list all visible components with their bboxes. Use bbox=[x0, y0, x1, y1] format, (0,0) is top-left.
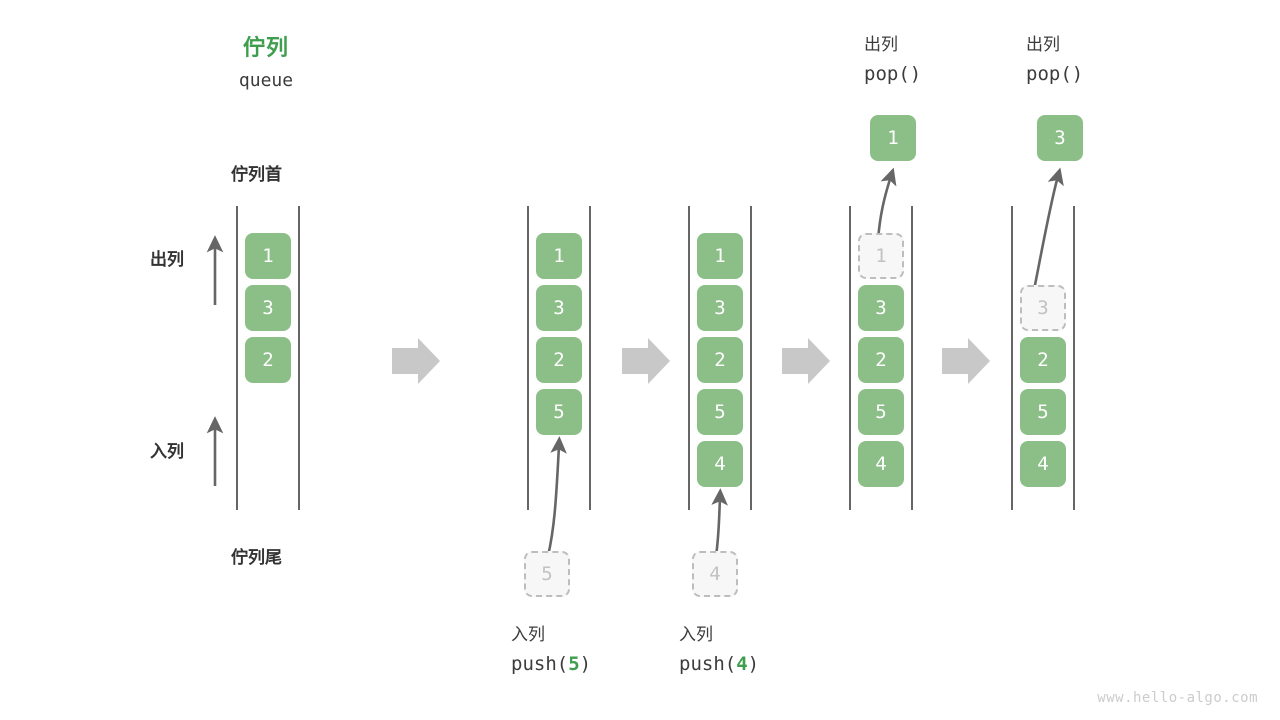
queue-element: 3 bbox=[858, 285, 904, 331]
pop-arrow-1 bbox=[876, 167, 897, 241]
push-4-caption-cn: 入列 bbox=[679, 625, 713, 645]
vacated-slot-ghost: 3 bbox=[1020, 285, 1066, 331]
queue-element: 2 bbox=[536, 337, 582, 383]
push-5-caption: 入列 push(5) bbox=[511, 620, 591, 675]
enqueue-direction-label: 入列 bbox=[150, 442, 184, 462]
queue-element: 3 bbox=[697, 285, 743, 331]
step-arrow-3 bbox=[782, 338, 830, 384]
queue-element: 5 bbox=[1020, 389, 1066, 435]
queue-element-new: 5 bbox=[536, 389, 582, 435]
site-watermark: www.hello-algo.com bbox=[1097, 690, 1258, 706]
popped-element: 1 bbox=[870, 115, 916, 161]
push-5-arg: 5 bbox=[568, 653, 580, 675]
pop-1-caption-code: pop() bbox=[864, 63, 921, 85]
pop-1-fn: pop( bbox=[864, 63, 910, 85]
pop-3-fn-close: ) bbox=[1071, 63, 1084, 85]
pop-1-caption: 出列 pop() bbox=[864, 30, 921, 85]
queue-element: 2 bbox=[697, 337, 743, 383]
queue-element: 4 bbox=[858, 441, 904, 487]
queue-element: 1 bbox=[536, 233, 582, 279]
push-4-caption: 入列 push(4) bbox=[679, 620, 759, 675]
push-4-caption-code: push(4) bbox=[679, 653, 759, 675]
queue-element: 3 bbox=[245, 285, 291, 331]
queue-element: 4 bbox=[1020, 441, 1066, 487]
queue-head-label: 佇列首 bbox=[231, 165, 282, 185]
dequeue-direction-label: 出列 bbox=[150, 250, 184, 270]
push-5-caption-code: push(5) bbox=[511, 653, 591, 675]
incoming-element-ghost: 4 bbox=[692, 551, 738, 597]
push-5-fn: push( bbox=[511, 653, 569, 675]
queue-element: 1 bbox=[697, 233, 743, 279]
step-arrow-1 bbox=[392, 338, 440, 384]
queue-title-en: queue bbox=[238, 70, 294, 91]
popped-element: 3 bbox=[1037, 115, 1083, 161]
vacated-slot-ghost: 1 bbox=[858, 233, 904, 279]
push-5-fn-close: ) bbox=[579, 653, 592, 675]
queue-element-new: 4 bbox=[697, 441, 743, 487]
push-arrow-5 bbox=[546, 436, 567, 557]
pop-3-caption-code: pop() bbox=[1026, 63, 1083, 85]
push-4-arg: 4 bbox=[736, 653, 748, 675]
queue-element: 2 bbox=[1020, 337, 1066, 383]
pop-1-fn-close: ) bbox=[909, 63, 922, 85]
pop-3-caption: 出列 pop() bbox=[1026, 30, 1083, 85]
pop-arrow-3 bbox=[1032, 167, 1064, 291]
queue-element: 5 bbox=[858, 389, 904, 435]
incoming-element-ghost: 5 bbox=[524, 551, 570, 597]
push-4-fn: push( bbox=[679, 653, 737, 675]
queue-element: 3 bbox=[536, 285, 582, 331]
pop-1-caption-cn: 出列 bbox=[864, 35, 898, 55]
queue-element: 1 bbox=[245, 233, 291, 279]
queue-tail-label: 佇列尾 bbox=[231, 548, 282, 568]
step-arrow-2 bbox=[622, 338, 670, 384]
queue-element: 2 bbox=[245, 337, 291, 383]
pop-3-fn: pop( bbox=[1026, 63, 1072, 85]
step-arrow-4 bbox=[942, 338, 990, 384]
queue-title-cn: 佇列 bbox=[242, 36, 289, 61]
push-arrow-4 bbox=[711, 488, 728, 557]
queue-element: 5 bbox=[697, 389, 743, 435]
queue-rails bbox=[236, 206, 1075, 510]
queue-element: 2 bbox=[858, 337, 904, 383]
pop-3-caption-cn: 出列 bbox=[1026, 35, 1060, 55]
push-5-caption-cn: 入列 bbox=[511, 625, 545, 645]
push-4-fn-close: ) bbox=[747, 653, 760, 675]
